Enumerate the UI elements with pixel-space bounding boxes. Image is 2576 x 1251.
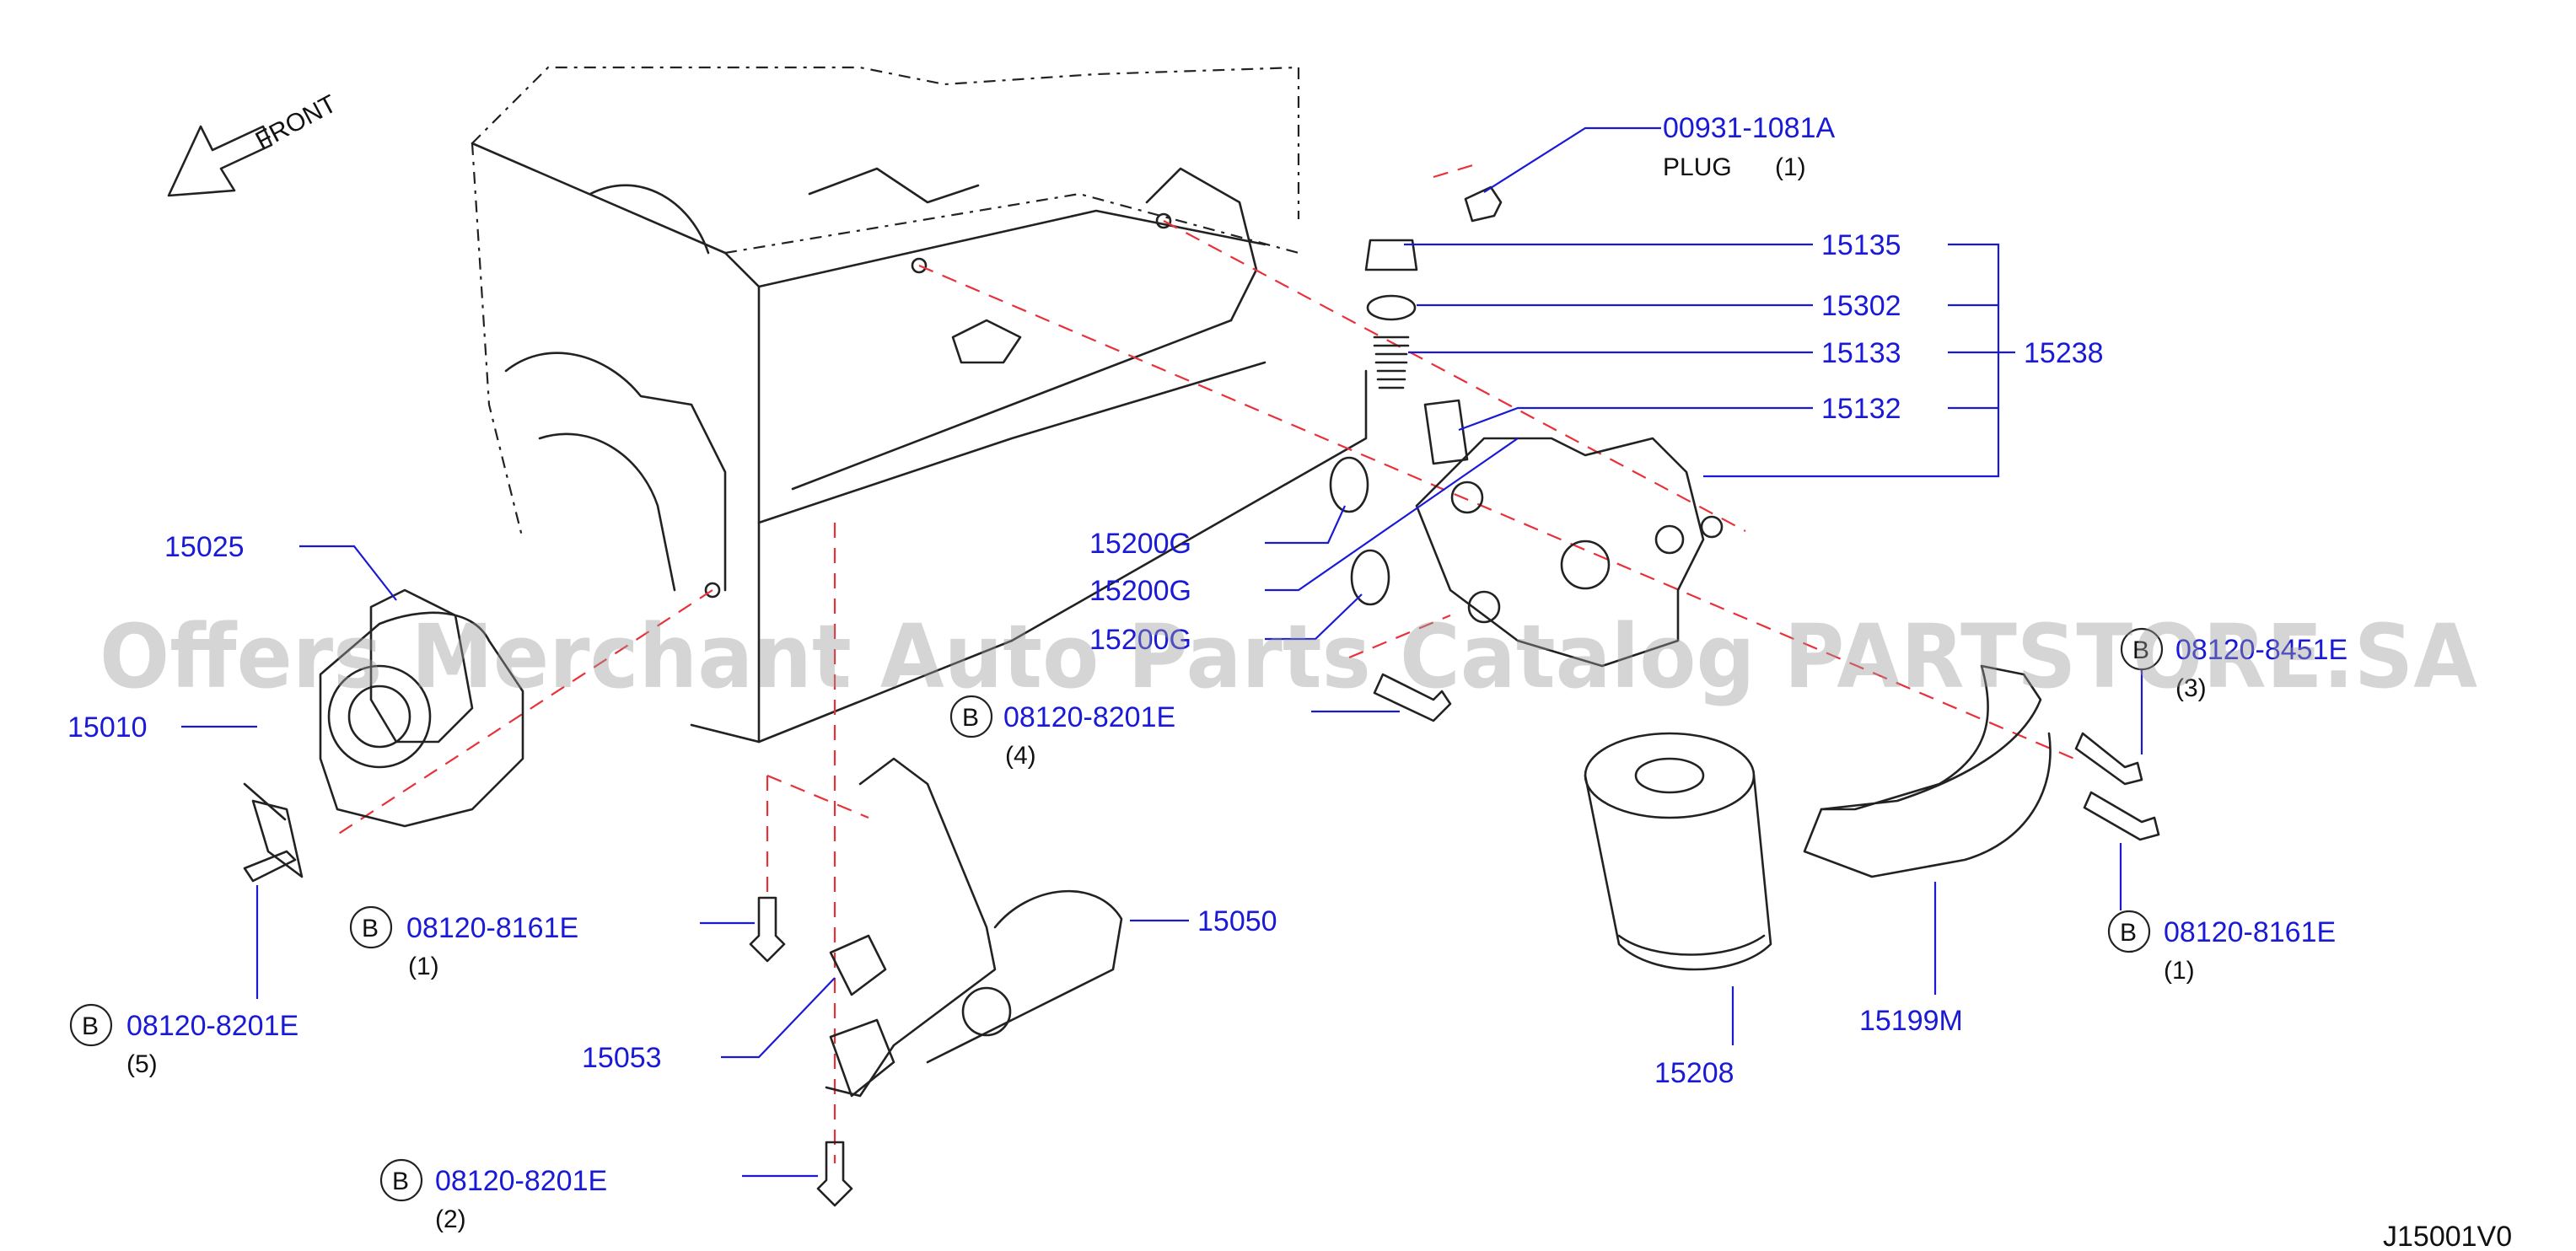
- bolt-callout-4: B 08120-8201E (2): [379, 1158, 607, 1233]
- part-number-15135: 15135: [1821, 229, 1901, 261]
- cover-drawing: [1803, 664, 2052, 878]
- part-name-plug: PLUG: [1663, 153, 1732, 181]
- bolt-callout-6: B 08120-8161E (1): [2107, 910, 2336, 985]
- bolt-callout-5: B 08120-8451E (3): [2120, 627, 2347, 702]
- bolt-number: 08120-8451E: [2175, 634, 2347, 666]
- bolt-qty: (3): [2175, 674, 2207, 702]
- bolt-marker: B: [2132, 636, 2149, 664]
- watermark: Offers Merchant Auto Parts Catalog PARTS…: [99, 605, 2477, 708]
- bolt-qty: (1): [408, 953, 439, 980]
- bolt-callout-1: B 08120-8201E (4): [949, 695, 1175, 770]
- engine-block-drawing: [471, 66, 1368, 744]
- part-number-15050: 15050: [1197, 905, 1277, 937]
- part-number-15133: 15133: [1821, 337, 1901, 369]
- front-label: FRONT: [251, 90, 341, 156]
- bolt-shapes: [243, 673, 2160, 1207]
- part-number-00931-1081A: 00931-1081A: [1663, 112, 1836, 144]
- bolt-marker: B: [362, 915, 379, 942]
- part-number-15208: 15208: [1654, 1057, 1734, 1089]
- part-number-15010: 15010: [67, 711, 148, 744]
- bolt-marker: B: [392, 1168, 409, 1195]
- bolt-marker: B: [82, 1012, 99, 1040]
- bolt-qty: (4): [1005, 742, 1036, 770]
- bolt-qty: (2): [435, 1205, 466, 1233]
- filter-bracket-drawing: [1415, 437, 1724, 668]
- part-number-15200G-b: 15200G: [1089, 575, 1191, 607]
- part-number-15200G-c: 15200G: [1089, 624, 1191, 656]
- bolt-number: 08120-8161E: [2164, 916, 2336, 948]
- diagram-code: J15001V0: [2383, 1221, 2512, 1251]
- leader-lines: [181, 126, 2143, 1178]
- oil-filter-drawing: [1584, 732, 1772, 971]
- part-number-15199M: 15199M: [1859, 1005, 1963, 1037]
- bolt-number: 08120-8201E: [1003, 701, 1175, 733]
- bolt-number: 08120-8201E: [435, 1165, 607, 1197]
- bolt-callouts: B 08120-8201E (4) B 08120-8161E (1) B 08…: [69, 627, 2347, 1233]
- bolt-callout-2: B 08120-8161E (1): [349, 905, 578, 980]
- part-qty-plug: (1): [1775, 153, 1806, 181]
- bolt-number: 08120-8201E: [126, 1010, 298, 1042]
- relief-valve-parts: [1329, 239, 1469, 606]
- bolt-number: 08120-8161E: [406, 912, 578, 944]
- bolt-callout-3: B 08120-8201E (5): [69, 1003, 298, 1078]
- front-arrow: FRONT: [167, 90, 341, 197]
- part-number-15302: 15302: [1821, 290, 1901, 322]
- bolt-marker: B: [962, 704, 979, 732]
- part-labels: 00931-1081A PLUG (1) 15135 15302 15133 1…: [67, 112, 2104, 1089]
- plug-shape: [1464, 185, 1503, 223]
- part-number-15200G-a: 15200G: [1089, 528, 1191, 560]
- part-number-15025: 15025: [164, 531, 245, 563]
- bolt-qty: (5): [126, 1050, 158, 1078]
- bolt-marker: B: [2120, 919, 2137, 947]
- oil-pump-drawing: [243, 588, 524, 878]
- part-number-15238: 15238: [2024, 337, 2104, 369]
- centerlines: [336, 163, 2075, 1163]
- strainer-drawing: [825, 757, 1123, 1098]
- part-number-15132: 15132: [1821, 393, 1901, 425]
- part-number-15053: 15053: [582, 1042, 662, 1074]
- bolt-qty: (1): [2164, 957, 2195, 985]
